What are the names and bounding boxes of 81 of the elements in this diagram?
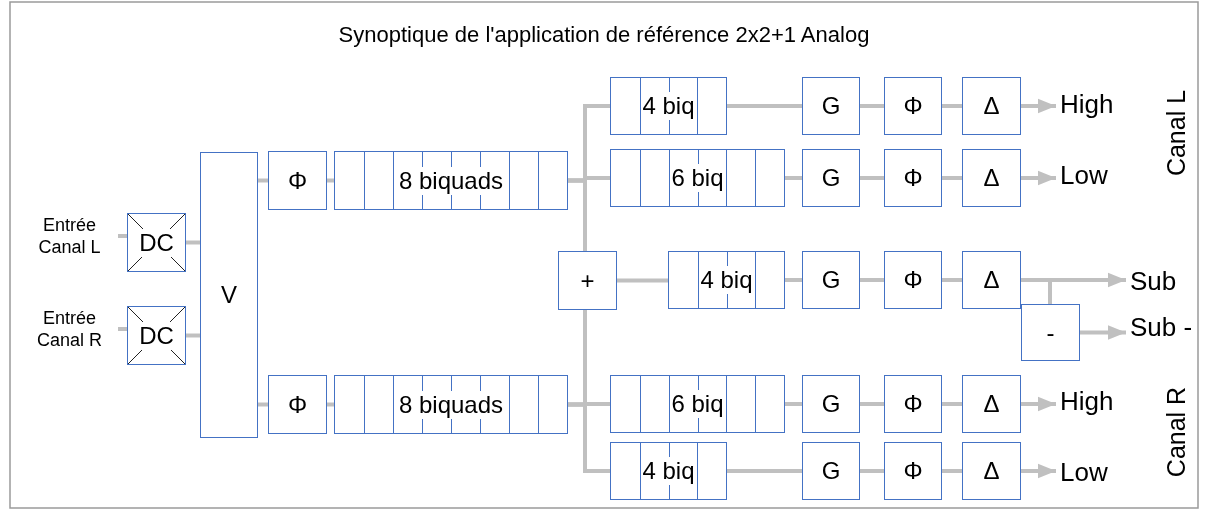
connector-line [785, 402, 802, 406]
process-box [268, 375, 327, 434]
connector-line [258, 402, 268, 407]
connector-line [785, 176, 802, 180]
process-box [668, 251, 785, 309]
process-box [962, 375, 1021, 433]
connector-line [327, 402, 334, 407]
connector-line [617, 278, 668, 283]
connector-line [727, 469, 802, 473]
connector-line [860, 469, 884, 473]
connector-line [942, 469, 962, 473]
connector-line [568, 402, 610, 473]
output-label: High [1060, 87, 1114, 121]
diagram-title: Synoptique de l'application de référence 2x2+1 Analog [337, 22, 871, 48]
arrow [1021, 98, 1056, 114]
output-label: Sub - [1130, 310, 1193, 344]
input-label: Entrée Canal L [37, 213, 102, 259]
connector-line [942, 278, 962, 282]
process-box [884, 77, 942, 135]
process-box [884, 251, 942, 309]
process-box [268, 151, 327, 210]
input-label: Entrée Canal R [36, 306, 103, 352]
block-label: 4 biq [699, 266, 754, 294]
connector-line [860, 176, 884, 180]
process-box [1021, 304, 1080, 361]
arrow [1080, 325, 1126, 340]
output-label: Low [1060, 455, 1108, 489]
dc-block-box [127, 213, 186, 272]
process-box [962, 442, 1021, 500]
connector-line [186, 240, 200, 245]
block-label: 4 biq [641, 457, 696, 485]
connector-line [860, 104, 884, 108]
process-box [334, 151, 568, 210]
block-label: 6 biq [670, 164, 725, 192]
process-box [334, 375, 568, 434]
connector-line [327, 178, 334, 183]
connector-line [942, 176, 962, 180]
process-box [802, 77, 860, 135]
process-box [962, 77, 1021, 135]
connector-line [942, 402, 962, 406]
process-box [610, 375, 785, 433]
process-box [962, 149, 1021, 207]
arrow [1021, 396, 1056, 412]
connector-line [258, 178, 268, 183]
process-box [802, 149, 860, 207]
output-label: High [1060, 384, 1114, 418]
block-label: 8 biquads [397, 166, 505, 195]
block-label: 6 biq [670, 390, 725, 418]
process-box [802, 375, 860, 433]
connector-line [118, 327, 127, 331]
process-box [558, 251, 617, 310]
connector-line [942, 104, 962, 108]
process-box [802, 251, 860, 309]
dc-block-box [127, 306, 186, 365]
process-box [962, 251, 1021, 309]
channel-label: Canal L [1161, 89, 1191, 177]
channel-label: Canal R [1161, 386, 1191, 478]
connector-line [1021, 278, 1052, 304]
connector-line [860, 278, 884, 282]
arrow [1021, 170, 1056, 186]
process-box [802, 442, 860, 500]
connector-line [568, 178, 587, 251]
process-box [884, 149, 942, 207]
block-label: 8 biquads [397, 390, 505, 419]
connector-line [186, 333, 200, 338]
process-box [200, 152, 258, 438]
process-box [884, 375, 942, 433]
block-label: DC [138, 321, 175, 350]
connector-line [785, 278, 802, 282]
output-label: Low [1060, 158, 1108, 192]
block-label: 4 biq [641, 92, 696, 120]
connector-line [727, 104, 802, 108]
process-box [884, 442, 942, 500]
process-box [610, 442, 727, 500]
output-label: Sub [1130, 264, 1177, 298]
arrow [1021, 463, 1056, 479]
connector-line [860, 402, 884, 406]
process-box [610, 77, 727, 135]
process-box [610, 149, 785, 207]
connector-line [118, 234, 127, 238]
block-label: DC [138, 228, 175, 257]
